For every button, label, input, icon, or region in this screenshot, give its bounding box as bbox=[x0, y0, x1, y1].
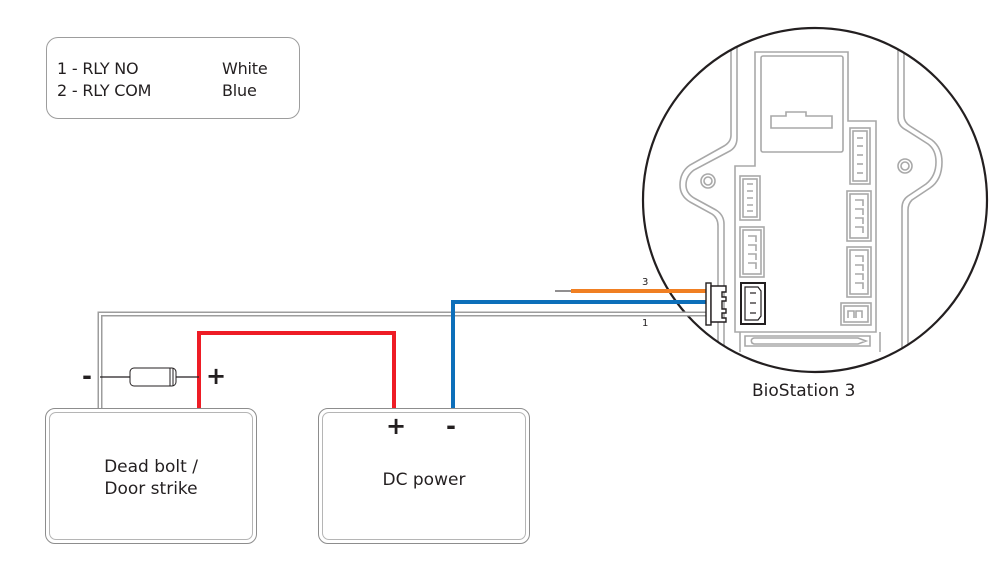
dc-power-box: DC power bbox=[318, 408, 530, 544]
lock-label-line1: Dead bolt / bbox=[104, 457, 198, 477]
dc-power-plus-sign: + bbox=[386, 412, 407, 440]
zoom-circle-outline bbox=[641, 26, 989, 374]
wire-red-positive bbox=[197, 331, 396, 408]
wire-number-3: 3 bbox=[642, 277, 649, 288]
legend-wire-color: Blue bbox=[222, 81, 257, 100]
reader-board bbox=[679, 40, 943, 372]
diode-minus-sign: - bbox=[82, 362, 92, 390]
wire-white-rly-no bbox=[97, 311, 708, 408]
wire-blue-rly-com bbox=[451, 300, 708, 408]
reader-zoom-view bbox=[641, 26, 989, 374]
biostation-label: BioStation 3 bbox=[752, 381, 856, 401]
diode-plus-sign: + bbox=[206, 362, 227, 390]
wire-color-legend: 1 - RLY NO White 2 - RLY COM Blue bbox=[46, 37, 300, 119]
dc-power-label: DC power bbox=[382, 470, 466, 490]
dead-bolt-door-strike-box: Dead bolt / Door strike bbox=[45, 408, 257, 544]
legend-wire-color: White bbox=[222, 59, 268, 78]
legend-pin-label: 1 - RLY NO bbox=[57, 59, 139, 78]
cable-plug-connector bbox=[705, 282, 727, 326]
wire-number-1: 1 bbox=[642, 318, 649, 329]
lock-label-line2: Door strike bbox=[104, 479, 198, 499]
legend-pin-label: 2 - RLY COM bbox=[57, 81, 152, 100]
dc-power-minus-sign: - bbox=[446, 412, 456, 440]
diode bbox=[100, 367, 199, 387]
relay-header bbox=[740, 282, 766, 325]
